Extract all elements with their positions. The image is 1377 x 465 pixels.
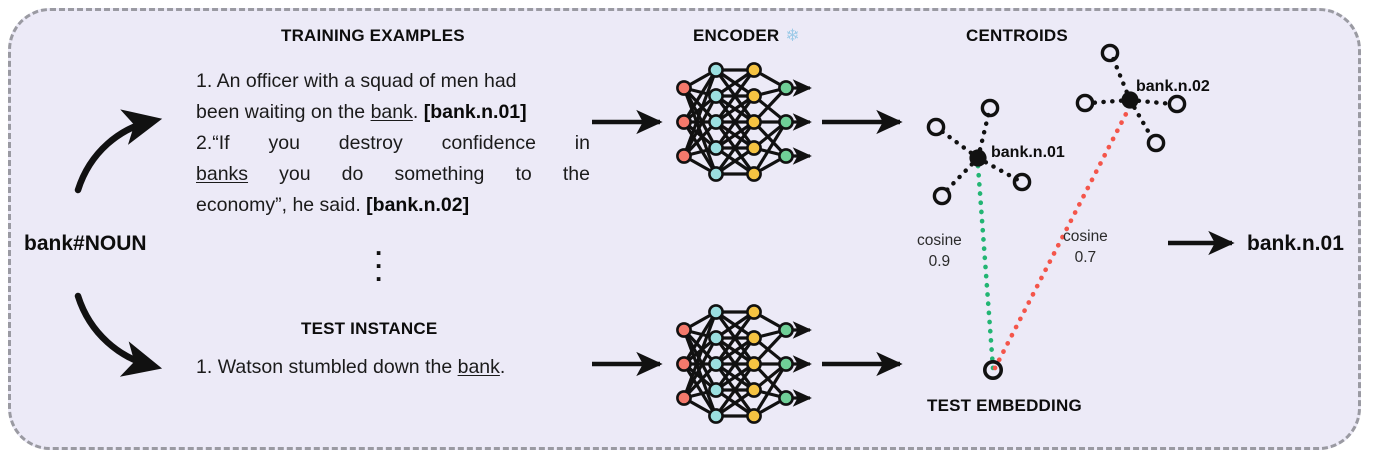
centroid-cluster-bank-n-02 xyxy=(1075,43,1187,153)
example-1-target-word: bank xyxy=(370,101,413,123)
encoder-title: ENCODER xyxy=(693,26,780,45)
training-examples-title: TRAINING EXAMPLES xyxy=(281,26,465,45)
example-1-line-a: An officer with a squad of men had xyxy=(216,70,517,92)
training-examples-ellipsis: . . . xyxy=(375,231,383,287)
training-example-1: 1. An officer with a squad of men had be… xyxy=(196,66,596,128)
cosine-value: 0.9 xyxy=(928,253,951,270)
cosine-value: 0.7 xyxy=(1074,249,1097,266)
encoder-title-group: ENCODER ❄ xyxy=(693,26,800,46)
input-word-label: bank#NOUN xyxy=(24,232,147,255)
test-embedding-point xyxy=(982,359,1003,380)
test-target-word: bank xyxy=(457,356,500,378)
example-1-number: 1. xyxy=(196,70,213,92)
example-2-line-c-pre: economy”, he said. xyxy=(196,194,367,216)
cosine-similarity-0-9: cosine 0.9 xyxy=(917,230,962,272)
centroid-cluster-bank-n-01 xyxy=(926,98,1032,206)
example-1-line-b-post: . xyxy=(412,101,424,123)
prediction-output-label: bank.n.01 xyxy=(1247,232,1344,255)
ellipsis-dot: . xyxy=(375,244,383,274)
cosine-metric-label: cosine xyxy=(917,232,962,249)
example-2-target-word: banks xyxy=(196,163,249,185)
example-1-sense-tag: [bank.n.01] xyxy=(423,101,527,123)
example-2-number-word: 2.“If xyxy=(196,132,230,154)
test-number: 1. xyxy=(196,356,213,378)
cosine-similarity-0-7: cosine 0.7 xyxy=(1063,226,1108,268)
test-instance-sentence: 1. Watson stumbled down the bank. xyxy=(196,352,596,383)
cosine-line-green xyxy=(975,163,996,371)
curve-arrow-to-test xyxy=(74,292,163,377)
cosine-metric-label: cosine xyxy=(1063,228,1108,245)
snowflake-icon: ❄ xyxy=(785,26,800,45)
test-pre: Watson stumbled down the xyxy=(217,356,458,378)
centroids-title: CENTROIDS xyxy=(966,26,1068,45)
centroid-label-bank-n-02: bank.n.02 xyxy=(1136,78,1210,95)
test-embedding-title: TEST EMBEDDING xyxy=(927,396,1082,415)
ellipsis-dot: . xyxy=(375,257,383,287)
centroid-label-bank-n-01: bank.n.01 xyxy=(991,144,1065,161)
example-1-line-b-pre: been waiting on the xyxy=(196,101,371,123)
test-post: . xyxy=(499,356,506,378)
encoder-network-bottom xyxy=(676,304,812,424)
example-2-sense-tag: [bank.n.02] xyxy=(366,194,470,216)
encoder-network-top xyxy=(676,62,812,182)
training-example-2: 2.“If you destroy confidence in banks yo… xyxy=(196,128,590,221)
cosine-line-red xyxy=(992,107,1131,371)
curve-arrow-to-training xyxy=(74,109,163,194)
ellipsis-dot: . xyxy=(375,231,383,261)
test-instance-title: TEST INSTANCE xyxy=(301,319,438,338)
